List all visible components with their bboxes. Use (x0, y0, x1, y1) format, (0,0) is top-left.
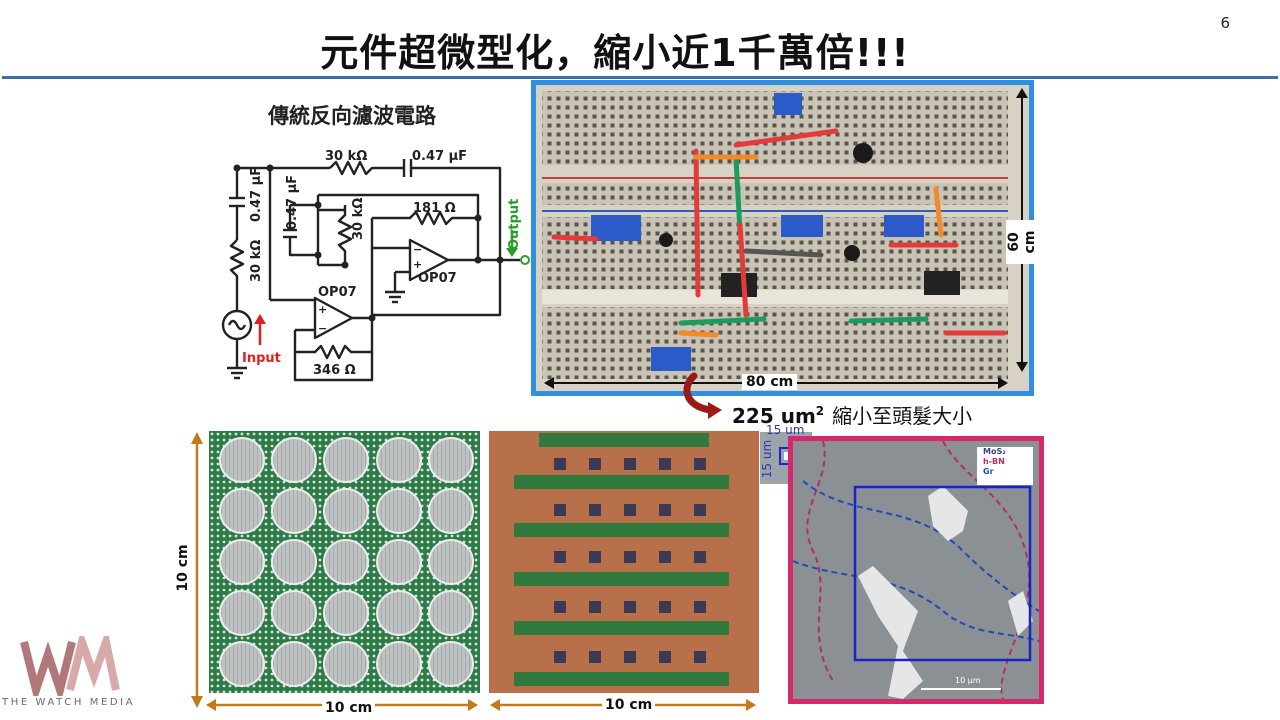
breadboard-photo (536, 85, 1029, 391)
label-input: Input (242, 351, 281, 366)
svg-text:+: + (318, 303, 327, 316)
sensor-board-photo-2 (489, 431, 759, 693)
svg-text:−: − (318, 322, 327, 335)
label-r4: 181 Ω (413, 201, 456, 216)
board2-width-label: 10 cm (602, 697, 656, 713)
watermark-brand: THE WATCH MEDIA (2, 697, 136, 708)
micro-device-image (793, 441, 1039, 699)
shrink-statement: 225 um2 縮小至頭髮大小 (732, 400, 972, 429)
label-c1: 0.47 μF (412, 149, 467, 164)
label-r3: 30 kΩ (351, 198, 366, 240)
label-op2: OP07 (418, 271, 457, 286)
breadboard-width-label: 80 cm (742, 374, 798, 390)
board1-dimension-arrows (191, 432, 478, 711)
label-c3: 0.47 μF (285, 175, 300, 230)
label-r1: 30 kΩ (325, 149, 367, 164)
breadboard-photo-frame (531, 80, 1034, 396)
label-output: Output (507, 199, 522, 250)
device-dim-side: 15 um (760, 439, 774, 479)
micro-device-frame (788, 436, 1044, 704)
sensor-board-photo-1 (209, 431, 480, 693)
slide-title: 元件超微型化，縮小近1千萬倍!!! (320, 31, 910, 75)
input-arrow-icon (254, 314, 266, 345)
device-scale-bar-label: 10 μm (955, 676, 981, 685)
legend-hbn: h-BN (983, 457, 1005, 466)
shrink-description: 縮小至頭髮大小 (832, 404, 973, 428)
device-dim-top: 15 um (766, 423, 805, 437)
label-r2: 30 kΩ (249, 240, 264, 282)
title-divider (2, 76, 1278, 79)
label-r5: 346 Ω (313, 363, 356, 378)
svg-text:+: + (413, 258, 422, 271)
breadboard-height-label: 60 cm (1006, 220, 1038, 264)
board1-width-label: 10 cm (322, 700, 376, 716)
board1-height-label: 10 cm (175, 543, 191, 593)
svg-text:−: − (413, 243, 422, 256)
label-c2: 0.47 μF (249, 167, 264, 222)
filter-circuit-schematic: + − + − 30 kΩ 0.47 μF 181 Ω OP07 OP07 34… (221, 149, 530, 382)
legend-mos2: MoS₂ (983, 447, 1006, 456)
output-arrow-icon (506, 230, 518, 257)
circuit-caption: 傳統反向濾波電路 (268, 104, 436, 128)
device-size-superscript: 2 (815, 404, 825, 419)
page-number: 6 (1220, 14, 1230, 32)
curved-arrow-icon (683, 372, 722, 419)
label-op1: OP07 (318, 285, 357, 300)
output-terminal-icon (520, 255, 530, 265)
device-size: 225 um (732, 404, 816, 428)
sensor-array-image (209, 431, 480, 693)
sensor-strips-image (489, 431, 759, 693)
breadboard-dimension-arrows (544, 88, 1028, 389)
device-legend: MoS₂ h-BN Gr (983, 447, 1006, 477)
watch-media-logo-icon (20, 636, 120, 696)
legend-gr: Gr (983, 467, 994, 476)
